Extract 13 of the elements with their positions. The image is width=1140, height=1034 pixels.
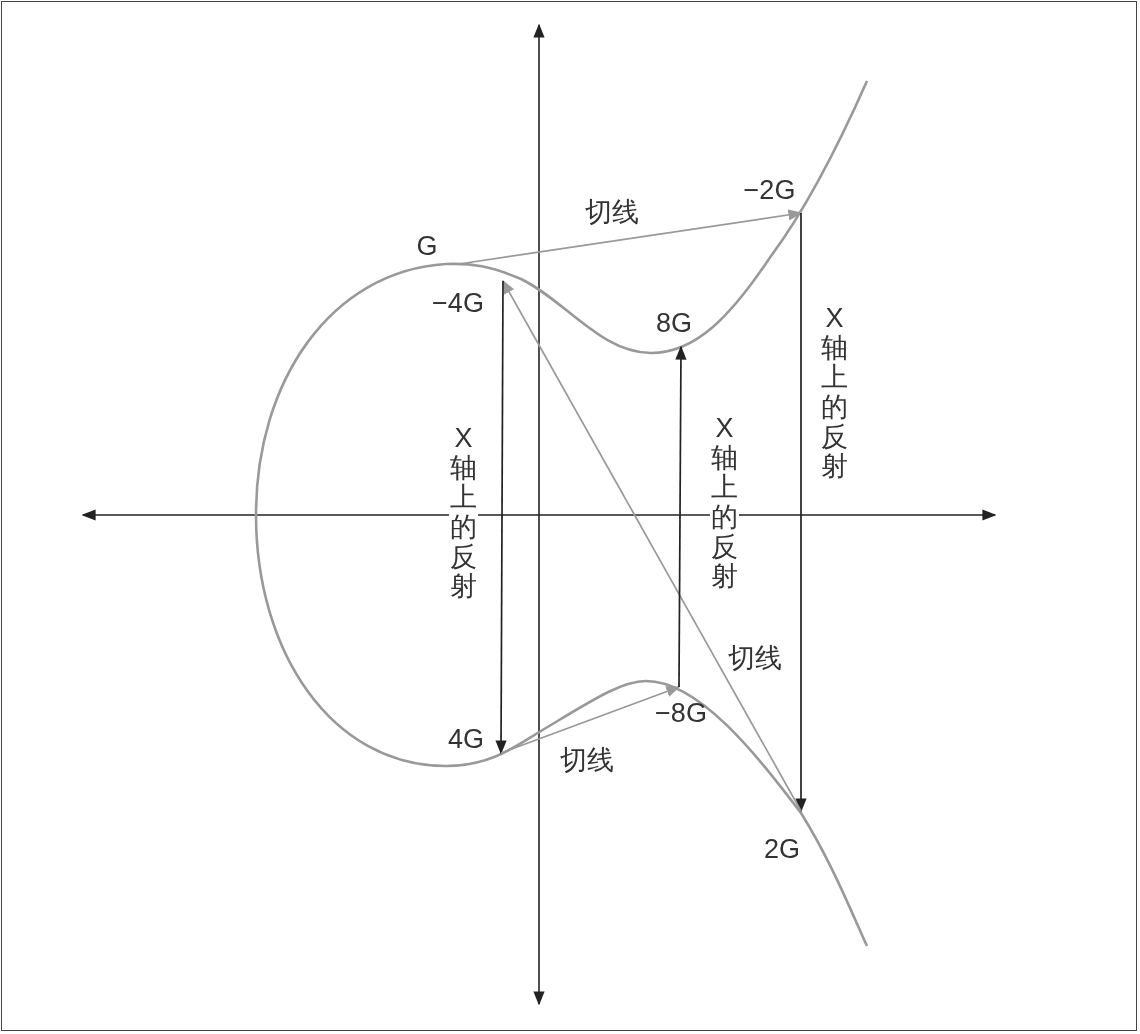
point-label: 2G [752,828,812,870]
arrow [458,209,803,265]
point-label: G [397,227,457,265]
point-label: 8G [642,302,706,344]
point-label: −8G [640,692,722,734]
arrow [795,212,807,813]
arrow [500,686,681,754]
point-label: −4G [418,284,498,322]
point-label: −2G [737,170,802,210]
arrow [502,279,802,812]
point-label: 4G [434,720,498,758]
arrow [675,345,687,688]
arrow [495,280,507,755]
